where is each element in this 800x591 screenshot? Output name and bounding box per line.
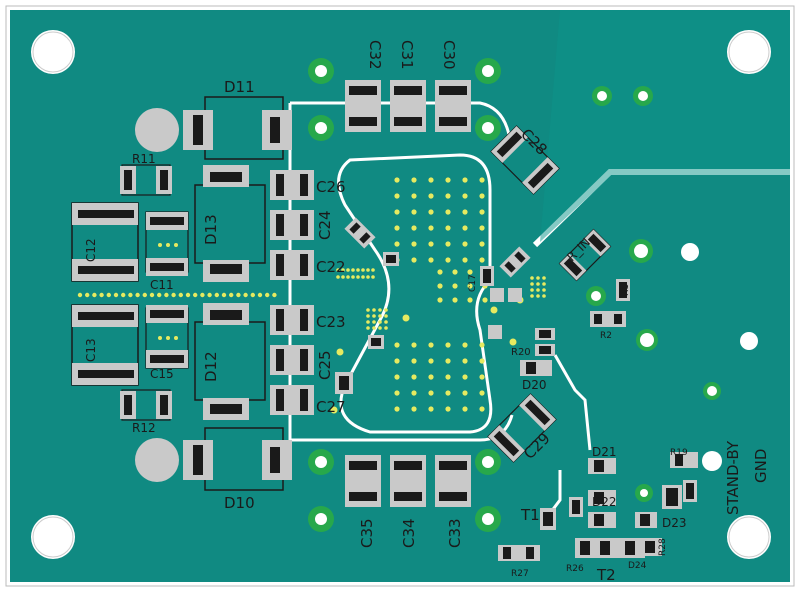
capacitor-c15 (145, 305, 189, 369)
small-components (335, 217, 698, 561)
label-d22: D22 (592, 495, 617, 509)
capacitor-c11 (145, 211, 189, 276)
label-gnd: GND (752, 449, 770, 483)
label-r20: R20 (511, 347, 531, 358)
label-c30: C30 (440, 40, 458, 70)
capacitors-top (345, 80, 471, 132)
label-d20: D20 (522, 378, 547, 392)
label-d10: D10 (224, 494, 255, 512)
label-r12: R12 (132, 421, 156, 435)
label-c13: C13 (84, 338, 98, 362)
capacitors-bottom (345, 455, 471, 507)
label-c24: C24 (316, 210, 334, 240)
capacitor-c12 (71, 202, 139, 282)
label-t2: T2 (596, 566, 616, 584)
capacitor-c28 (490, 125, 560, 195)
label-c32: C32 (366, 40, 384, 70)
label-c26: C26 (316, 178, 346, 196)
label-c25: C25 (316, 350, 334, 380)
resistor-r11 (120, 164, 172, 196)
diode-d11 (183, 96, 292, 160)
label-d23: D23 (662, 516, 687, 530)
label-c15: C15 (150, 367, 174, 381)
diode-d13 (194, 165, 266, 282)
label-c23: C23 (316, 313, 346, 331)
label-c33: C33 (446, 518, 464, 548)
label-c35: C35 (358, 518, 376, 548)
copper-pour-top-right (540, 10, 790, 242)
label-r19: R19 (670, 448, 688, 458)
label-r11: R11 (132, 152, 156, 166)
label-d21: D21 (592, 445, 617, 459)
label-c17: C17 (468, 274, 478, 292)
via-field (77, 177, 546, 414)
capacitor-column (270, 170, 314, 415)
label-d12: D12 (202, 351, 220, 382)
label-r26: R26 (566, 564, 584, 574)
label-t1: T1 (520, 506, 540, 524)
label-c34: C34 (400, 518, 418, 548)
label-d13: D13 (202, 214, 220, 245)
mounting-holes (31, 30, 771, 559)
capacitor-c13 (71, 304, 139, 386)
label-c27: C27 (316, 398, 346, 416)
capacitor-c29 (487, 393, 557, 463)
large-pads (135, 108, 179, 482)
label-d11: D11 (224, 78, 255, 96)
diode-d12 (194, 303, 266, 420)
label-standby: STAND-BY (724, 440, 742, 515)
label-r1: R1 (621, 284, 631, 296)
through-hole-pads (308, 58, 758, 532)
label-r2: R2 (600, 331, 612, 341)
label-c12: C12 (84, 238, 98, 262)
label-r28: R28 (658, 538, 668, 556)
label-d24: D24 (628, 561, 647, 571)
label-c11: C11 (150, 278, 174, 292)
component-labels: C32 C31 C30 C35 C34 C33 C28 C29 D11 D10 … (84, 40, 770, 584)
label-r27: R27 (511, 569, 529, 579)
label-c31: C31 (398, 40, 416, 70)
label-c22: C22 (316, 258, 346, 276)
resistor-r12 (120, 389, 172, 421)
diode-d10 (183, 427, 292, 491)
